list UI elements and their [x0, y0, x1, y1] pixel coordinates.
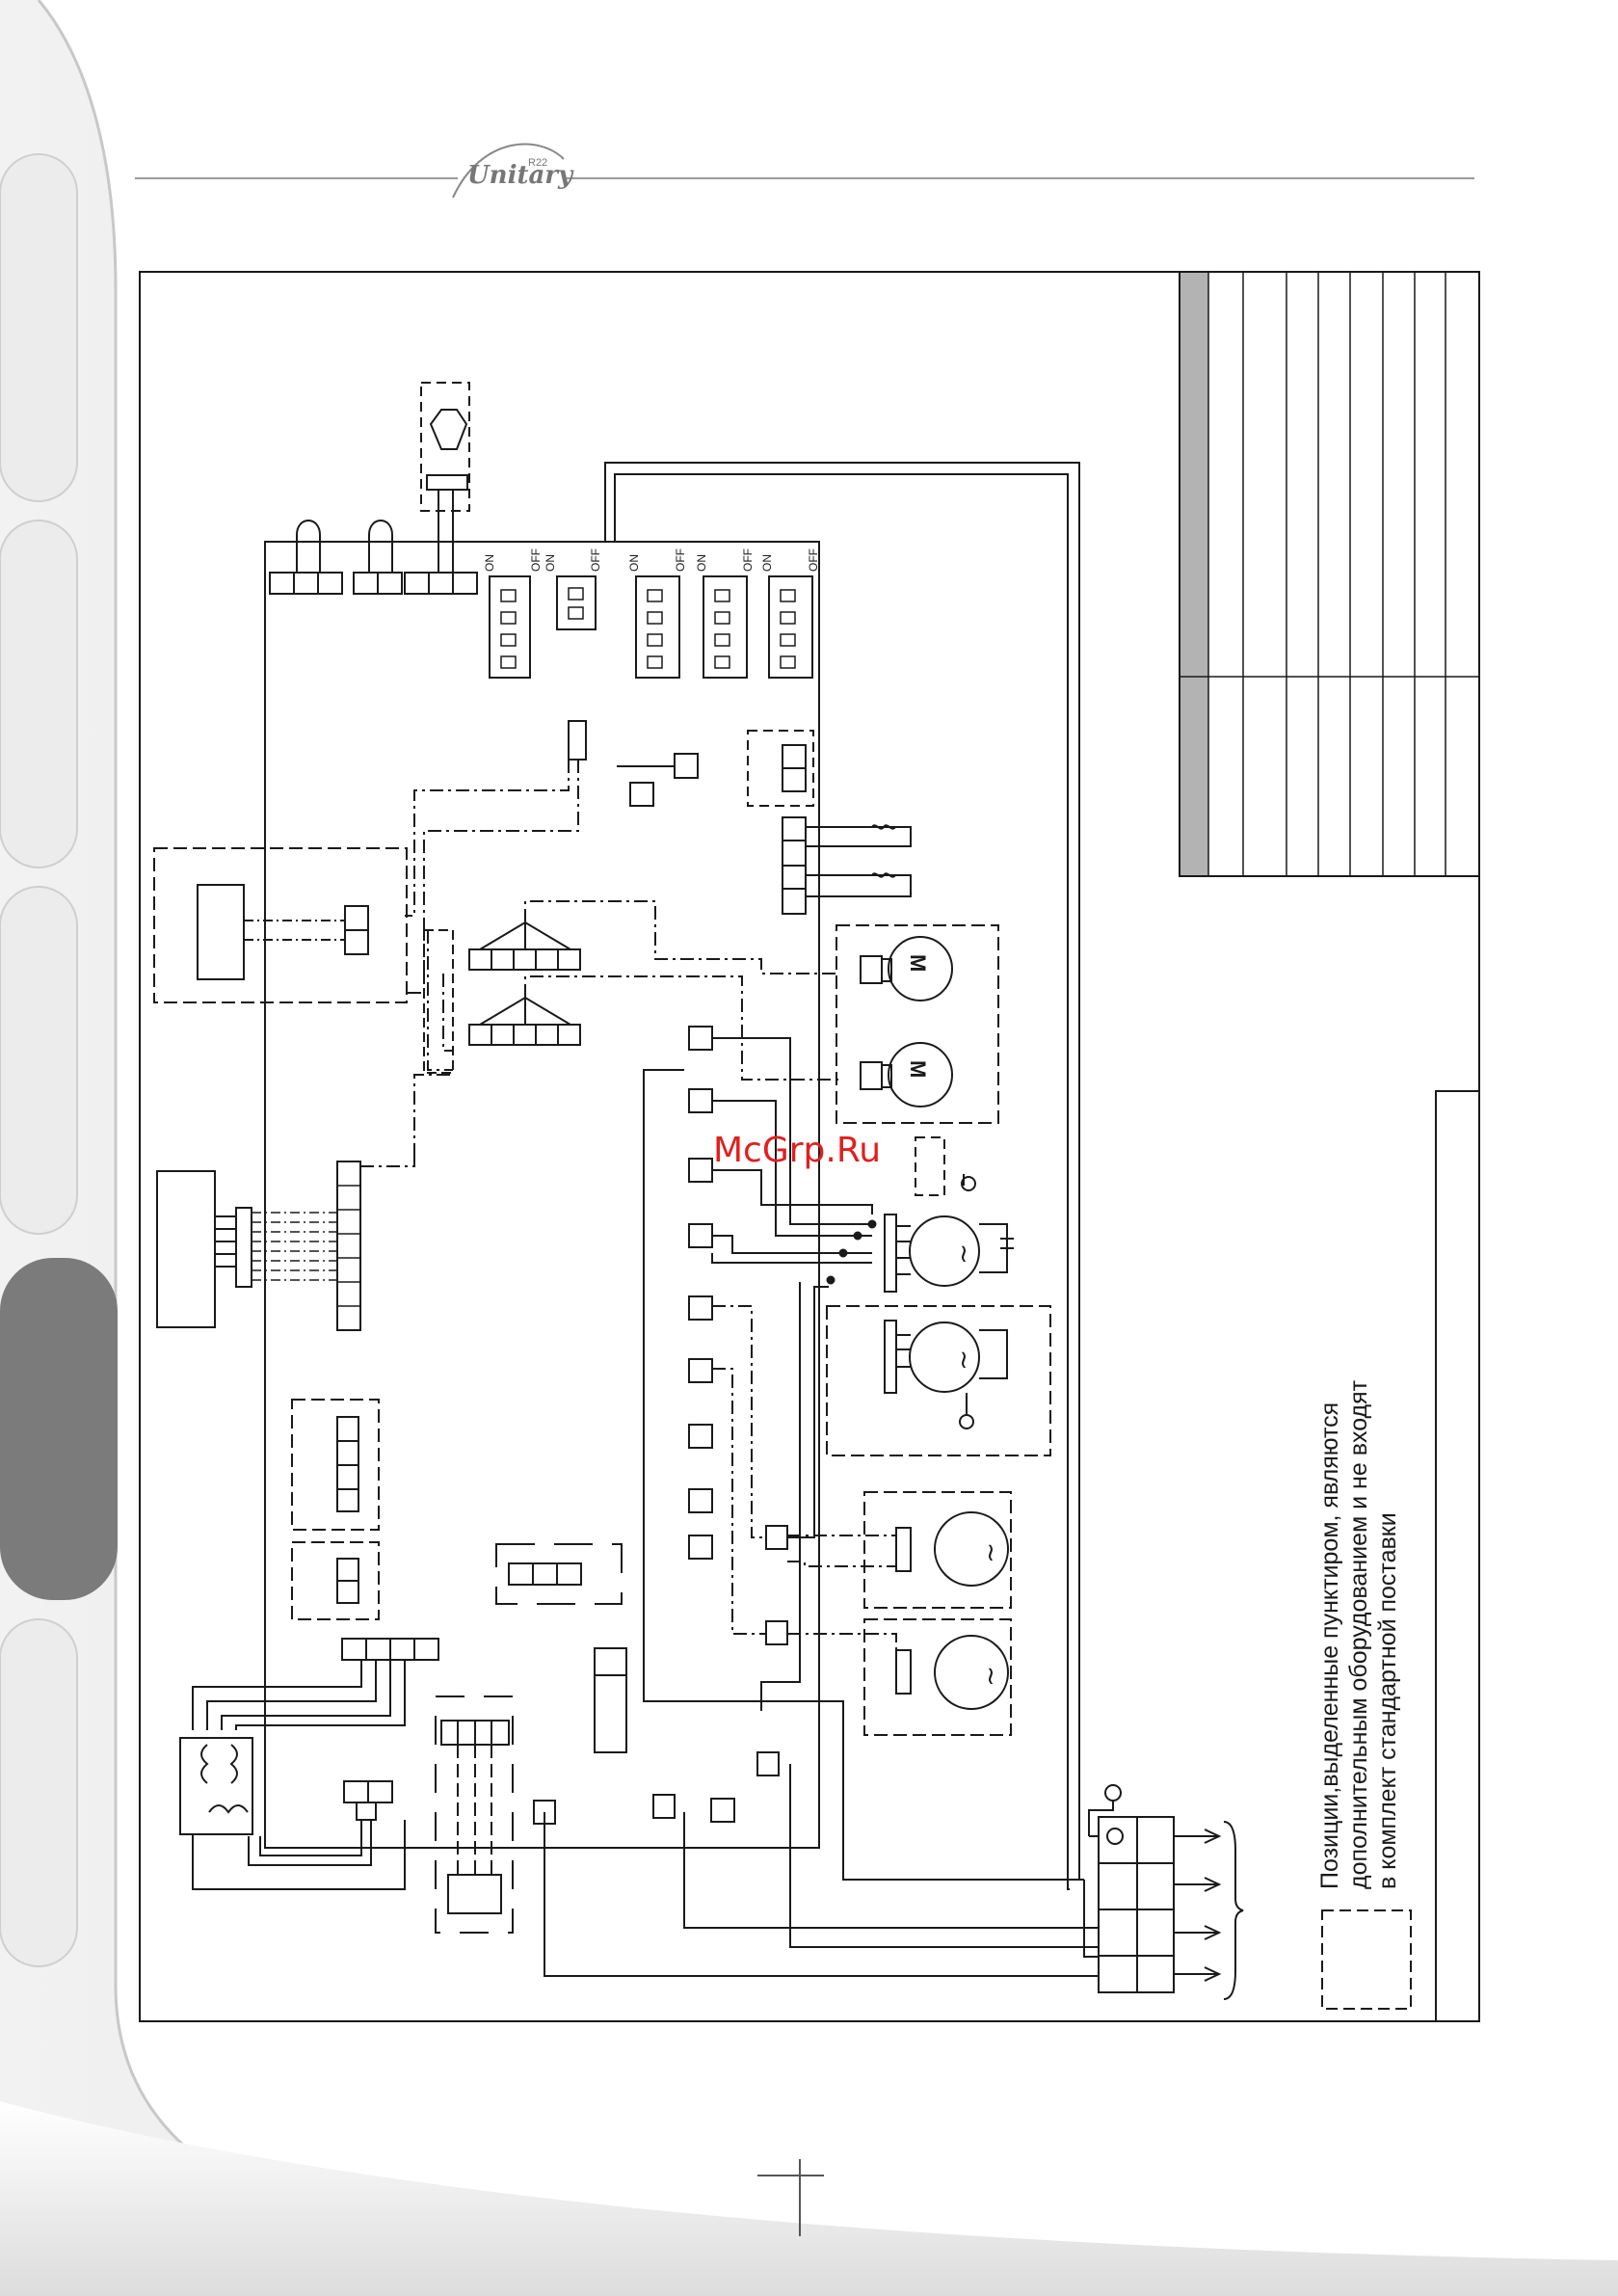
legend: Позиции,выделенные пунктиром, являются д… [1316, 1379, 1411, 2009]
dip4-on-label: ON [695, 554, 708, 572]
legend-dashed-sample [1322, 1910, 1411, 2009]
dip5-off-label: OFF [807, 548, 820, 572]
dip1-on-label: ON [483, 554, 496, 572]
temperature-sensors [297, 521, 392, 573]
watermark: McGrp.Ru [713, 1131, 881, 1170]
spec-table [1180, 272, 1479, 876]
dip1-off-label: OFF [529, 548, 543, 572]
dip2-off-label: OFF [589, 548, 602, 572]
optional-fan-motor [827, 1306, 1050, 1455]
fan-motor-2-symbol: ~ [949, 1349, 978, 1371]
sidebar-tab-active [0, 1258, 118, 1600]
dip2-on-label: ON [544, 554, 557, 572]
fan-motor-3-symbol: ~ [976, 1542, 1005, 1563]
legend-note-line-1: Позиции,выделенные пунктиром, являются [1316, 1402, 1343, 1889]
indoor-fan-motor [885, 1137, 1014, 1292]
dip5-on-label: ON [760, 554, 774, 572]
sidebar-tab-5 [0, 1619, 77, 1966]
power-terminal-block [1099, 1817, 1174, 1992]
transformer [180, 1639, 438, 1889]
legend-note-line-2: дополнительным оборудованием и не входят [1345, 1379, 1372, 1889]
relay-outputs [689, 1027, 787, 1644]
optional-module-left [154, 848, 407, 1002]
brand-logo-refrigerant: R22 [528, 157, 547, 169]
optional-module-bottom [292, 1400, 622, 1619]
louver-motor-1-label: M [906, 954, 930, 972]
fan-motor-4-symbol: ~ [976, 1666, 1005, 1687]
dip4-off-label: OFF [741, 548, 755, 572]
dip3-off-label: OFF [674, 548, 687, 572]
fuse-component [534, 1648, 779, 1824]
display-panel [157, 1075, 453, 1330]
dip3-on-label: ON [627, 554, 641, 572]
legend-note-line-3: в комплект стандартной поставки [1374, 1512, 1401, 1889]
dip-switch-labels: ON OFF ON OFF ON OFF ON OFF ON OFF [483, 548, 820, 572]
sidebar-tab-1 [0, 154, 77, 501]
ac-symbols: ~ ~ ~ ~ [949, 1243, 1005, 1687]
fan-motor-1-symbol: ~ [949, 1243, 978, 1265]
top-connectors [270, 573, 477, 594]
motor-connectors [469, 922, 580, 1045]
sidebar-tab-3 [0, 887, 77, 1234]
page-header: Unitary R22 [135, 145, 1474, 198]
legend-frame [1436, 1091, 1479, 2021]
relay-block [436, 1696, 513, 1933]
dip-switches [490, 576, 812, 678]
brand-logo: Unitary [467, 161, 574, 190]
louver-motor-2-label: M [906, 1060, 930, 1078]
sidebar-tab-2 [0, 521, 77, 868]
motor-wiring [428, 901, 838, 1080]
solenoid-valve [421, 383, 469, 573]
